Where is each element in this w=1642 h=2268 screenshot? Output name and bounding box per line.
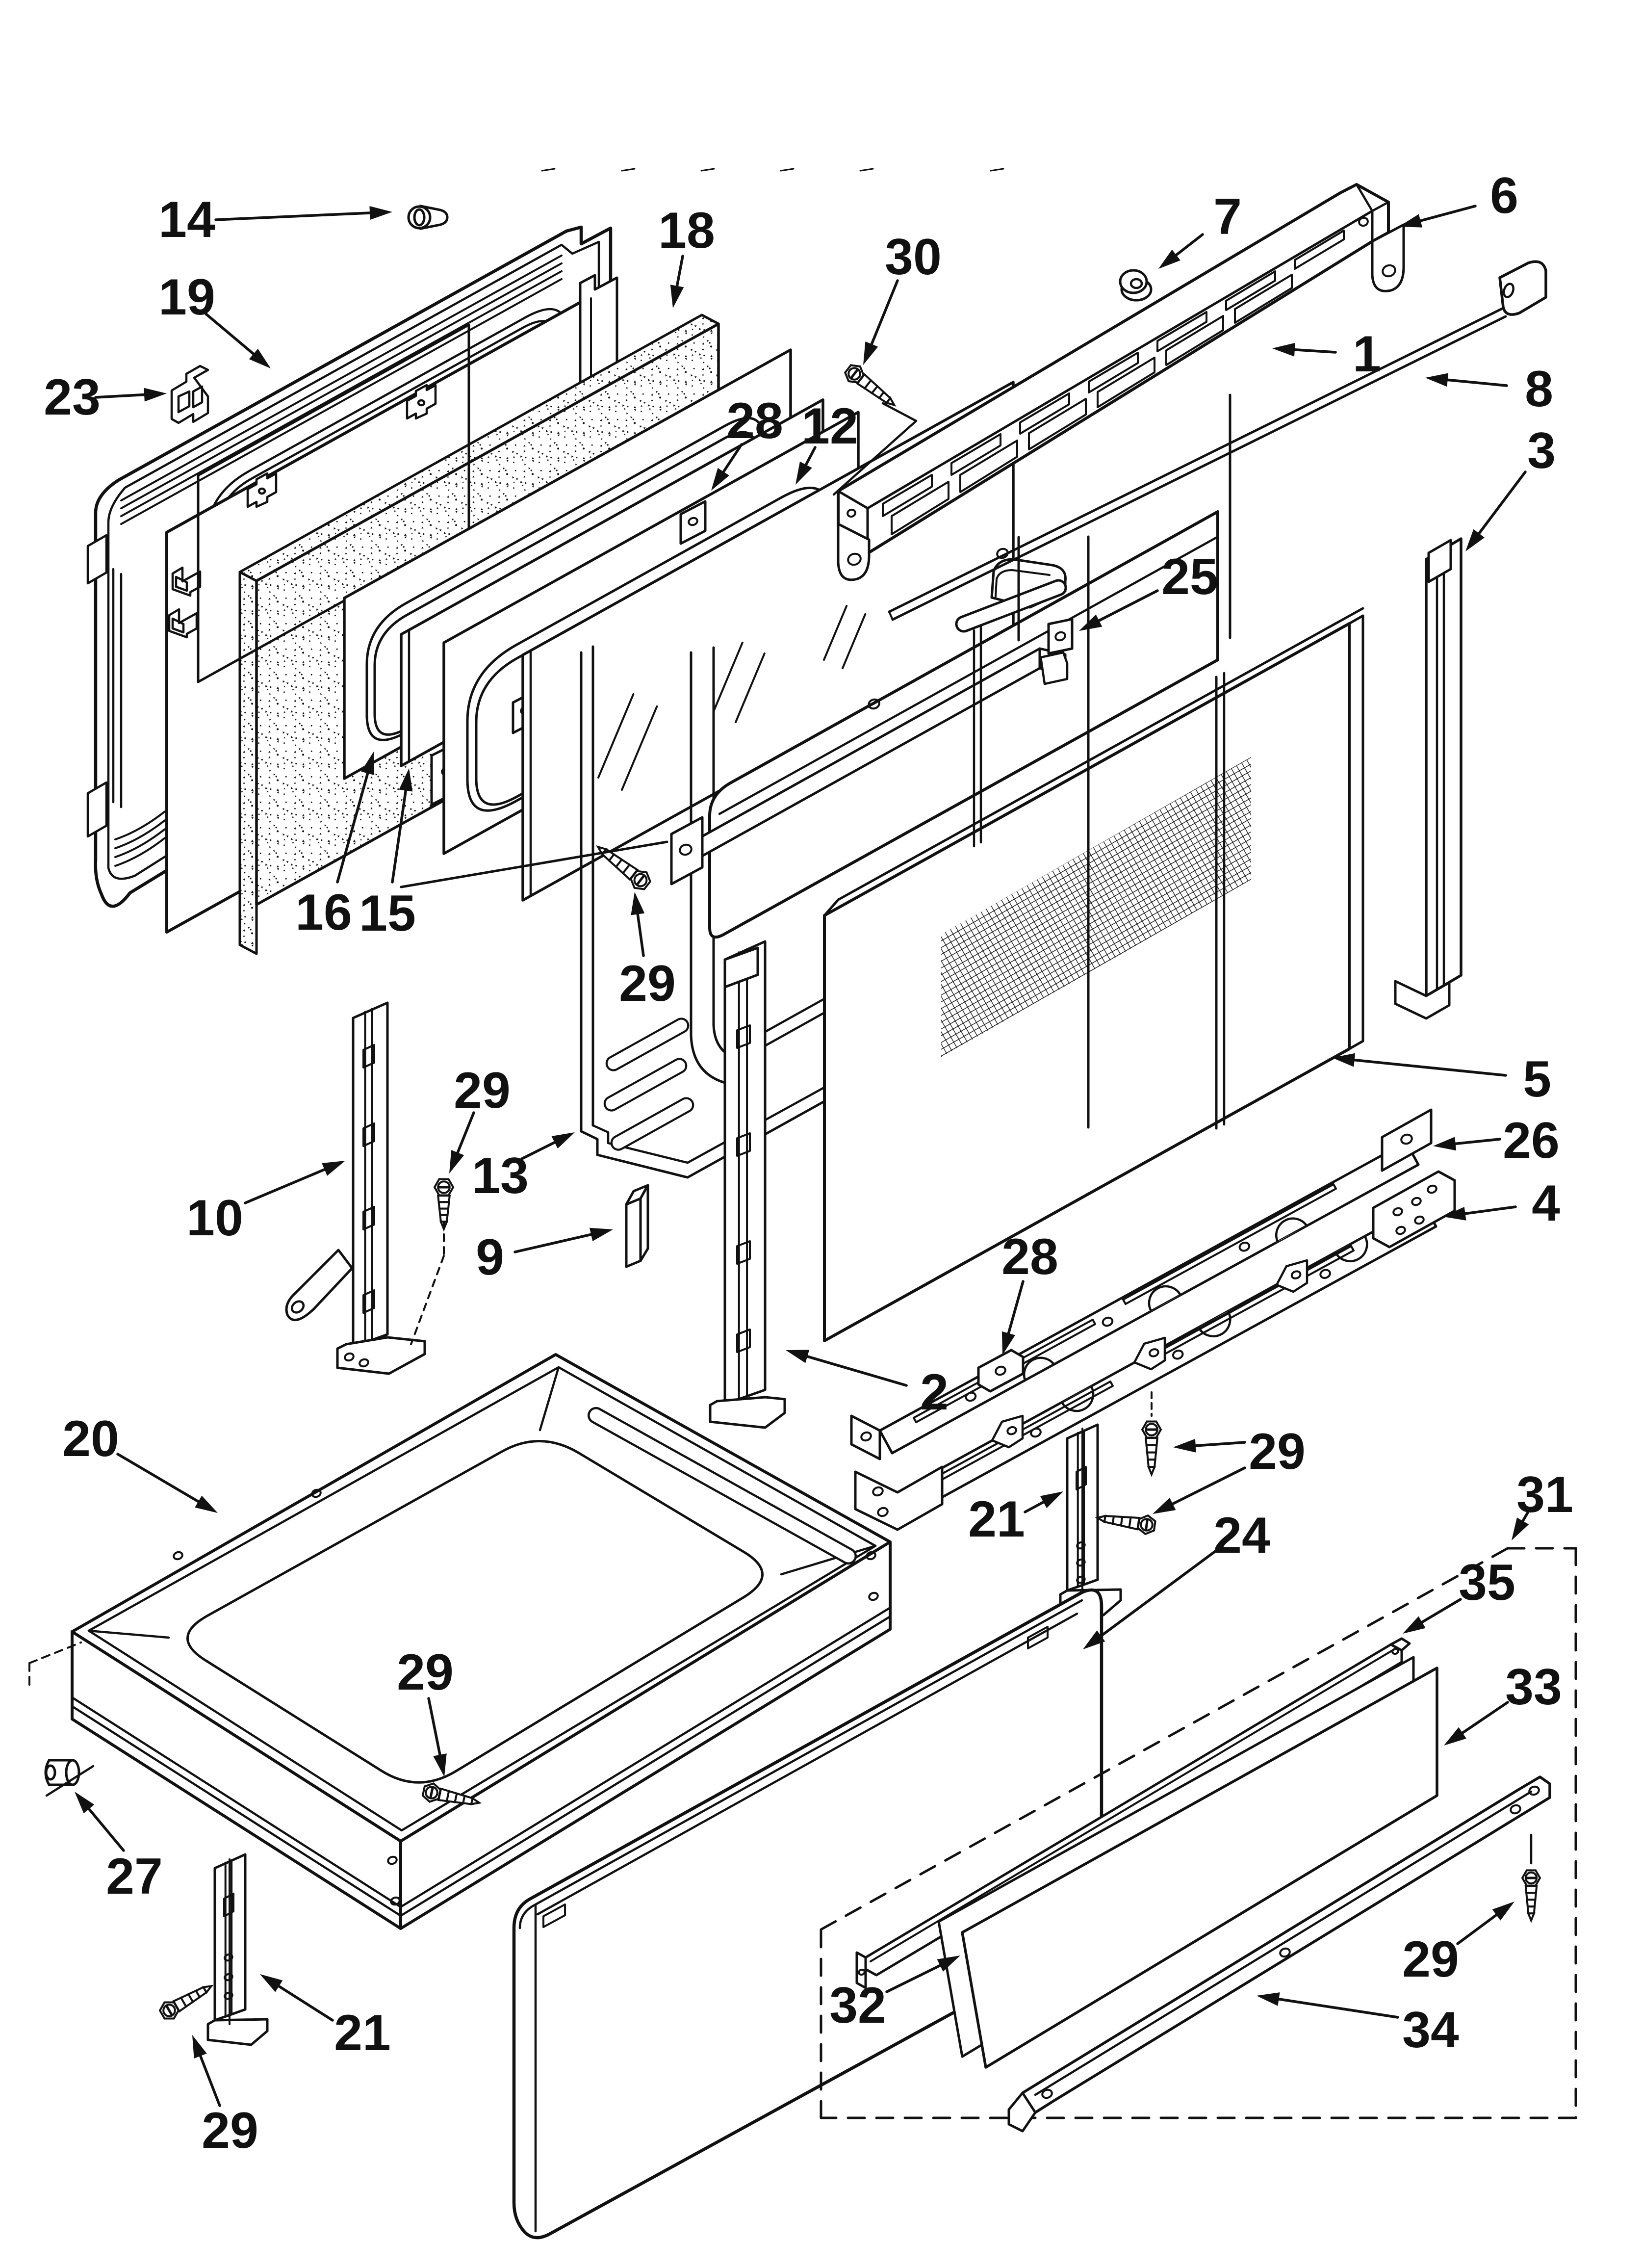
svg-text:4: 4	[1532, 1175, 1560, 1232]
svg-text:15: 15	[359, 885, 416, 942]
svg-text:6: 6	[1490, 167, 1518, 224]
svg-text:28: 28	[726, 392, 783, 449]
svg-text:19: 19	[158, 269, 215, 326]
svg-text:30: 30	[885, 229, 942, 286]
svg-text:1: 1	[1353, 326, 1381, 383]
svg-text:28: 28	[1001, 1228, 1058, 1285]
svg-text:2: 2	[920, 1364, 949, 1421]
svg-text:29: 29	[202, 2102, 258, 2159]
svg-text:8: 8	[1525, 361, 1553, 417]
svg-text:21: 21	[334, 2005, 391, 2061]
svg-text:29: 29	[454, 1062, 511, 1119]
svg-text:18: 18	[658, 202, 715, 259]
svg-text:32: 32	[829, 1977, 886, 2034]
svg-text:24: 24	[1213, 1507, 1270, 1564]
svg-text:23: 23	[44, 369, 101, 426]
svg-text:25: 25	[1161, 548, 1218, 605]
svg-text:20: 20	[62, 1410, 119, 1467]
svg-text:14: 14	[158, 191, 215, 248]
svg-text:12: 12	[801, 398, 858, 455]
svg-text:29: 29	[1249, 1423, 1306, 1480]
svg-text:35: 35	[1459, 1554, 1515, 1611]
svg-text:29: 29	[397, 1644, 454, 1701]
svg-text:21: 21	[968, 1491, 1025, 1548]
svg-text:29: 29	[619, 955, 676, 1012]
svg-text:7: 7	[1213, 188, 1242, 245]
svg-text:16: 16	[295, 884, 352, 941]
svg-text:13: 13	[472, 1147, 529, 1204]
svg-text:26: 26	[1503, 1112, 1560, 1169]
svg-text:9: 9	[476, 1229, 504, 1286]
svg-text:33: 33	[1505, 1659, 1562, 1716]
svg-text:5: 5	[1523, 1051, 1551, 1108]
svg-text:34: 34	[1402, 2002, 1459, 2059]
svg-text:3: 3	[1527, 422, 1556, 479]
svg-text:27: 27	[106, 1848, 163, 1905]
svg-text:29: 29	[1402, 1931, 1459, 1988]
svg-text:10: 10	[186, 1190, 243, 1247]
